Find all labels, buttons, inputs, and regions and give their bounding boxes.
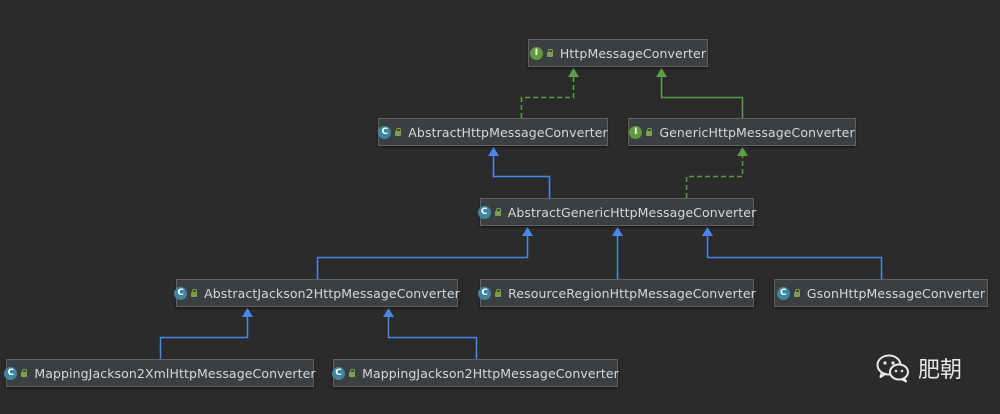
edge-line <box>706 235 883 279</box>
arrowhead <box>522 227 533 236</box>
node-mapping-jackson2-http-message-converter[interactable]: C MappingJackson2HttpMessageConverter <box>332 359 619 387</box>
edge-n_abs_generic-to-n_abstract <box>488 147 551 198</box>
interface-icon: I <box>629 125 643 139</box>
public-lock-icon <box>395 127 402 136</box>
arrowhead <box>568 68 579 77</box>
class-icon: C <box>378 125 392 139</box>
arrowhead <box>702 227 713 236</box>
public-lock-icon <box>191 288 198 297</box>
edge-n_resource-to-n_abs_generic <box>612 227 623 279</box>
node-http-message-converter[interactable]: I HttpMessageConverter <box>528 39 708 67</box>
arrowhead <box>383 308 394 317</box>
arrowhead <box>612 227 623 236</box>
node-abstract-generic-http-message-converter[interactable]: C AbstractGenericHttpMessageConverter <box>477 198 757 226</box>
edge-line <box>387 316 478 359</box>
edge-line <box>492 155 551 198</box>
node-label: AbstractJackson2HttpMessageConverter <box>204 285 460 301</box>
edge-line <box>316 235 529 279</box>
class-icon: C <box>332 366 346 380</box>
node-label: MappingJackson2HttpMessageConverter <box>362 365 619 381</box>
node-resource-region-http-message-converter[interactable]: C ResourceRegionHttpMessageConverter <box>478 279 756 307</box>
edge-n_generic-to-n_http <box>656 68 744 118</box>
wechat-icon <box>876 354 909 383</box>
public-lock-icon <box>21 368 28 377</box>
watermark-text: 肥朝 <box>918 358 963 383</box>
watermark: 肥朝 <box>876 352 962 384</box>
node-abstract-jackson2-http-message-converter[interactable]: C AbstractJackson2HttpMessageConverter <box>174 279 460 307</box>
public-lock-icon <box>793 288 801 297</box>
edge-n_xml-to-n_abs_jackson <box>159 308 253 359</box>
edge-n_abstract-to-n_http <box>520 68 579 118</box>
public-lock-icon <box>495 288 502 297</box>
class-icon: C <box>477 205 491 219</box>
public-lock-icon <box>349 368 356 377</box>
node-gson-http-message-converter[interactable]: C GsonHttpMessageConverter <box>774 279 988 307</box>
edge-line <box>660 76 744 118</box>
node-label: AbstractGenericHttpMessageConverter <box>507 204 757 220</box>
interface-icon: I <box>529 46 543 60</box>
node-label: MappingJackson2XmlHttpMessageConverter <box>34 365 316 381</box>
public-lock-icon <box>646 127 653 136</box>
class-icon: C <box>776 286 790 300</box>
node-abstract-http-message-converter[interactable]: C AbstractHttpMessageConverter <box>378 118 608 146</box>
arrowhead <box>488 147 499 156</box>
class-icon: C <box>174 286 188 300</box>
node-generic-http-message-converter[interactable]: I GenericHttpMessageConverter <box>628 118 856 146</box>
node-label: AbstractHttpMessageConverter <box>408 124 608 140</box>
node-label: GsonHttpMessageConverter <box>806 285 986 301</box>
node-label: GenericHttpMessageConverter <box>659 124 855 140</box>
edge-line <box>159 316 249 359</box>
arrowhead <box>737 147 748 156</box>
edge-line <box>520 76 575 118</box>
class-icon: C <box>478 286 492 300</box>
edge-n_abs_generic-to-n_generic <box>685 147 748 198</box>
arrowhead <box>242 308 253 317</box>
edge-n_json-to-n_abs_jackson <box>383 308 478 359</box>
arrowhead <box>656 68 667 77</box>
edge-line <box>685 155 744 198</box>
node-label: ResourceRegionHttpMessageConverter <box>508 285 756 301</box>
edge-n_abs_jackson-to-n_abs_generic <box>316 227 533 279</box>
node-mapping-jackson2-xml-http-message-converter[interactable]: C MappingJackson2XmlHttpMessageConverter <box>4 359 316 387</box>
node-label: HttpMessageConverter <box>559 45 707 61</box>
public-lock-icon <box>494 207 502 216</box>
edge-n_gson-to-n_abs_generic <box>702 227 883 279</box>
class-icon: C <box>4 366 18 380</box>
public-lock-icon <box>546 48 554 57</box>
